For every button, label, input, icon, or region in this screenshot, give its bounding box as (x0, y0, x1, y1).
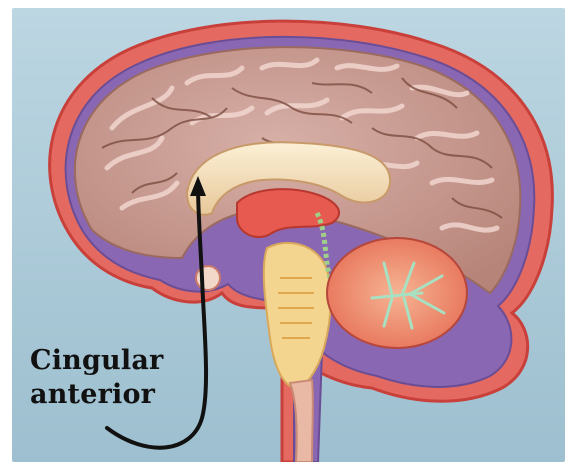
annotation-line-2: anterior (30, 378, 163, 412)
cerebellum (327, 238, 467, 348)
annotation-line-1: Cingular (30, 344, 163, 378)
annotation-label: Cingular anterior (30, 344, 163, 412)
